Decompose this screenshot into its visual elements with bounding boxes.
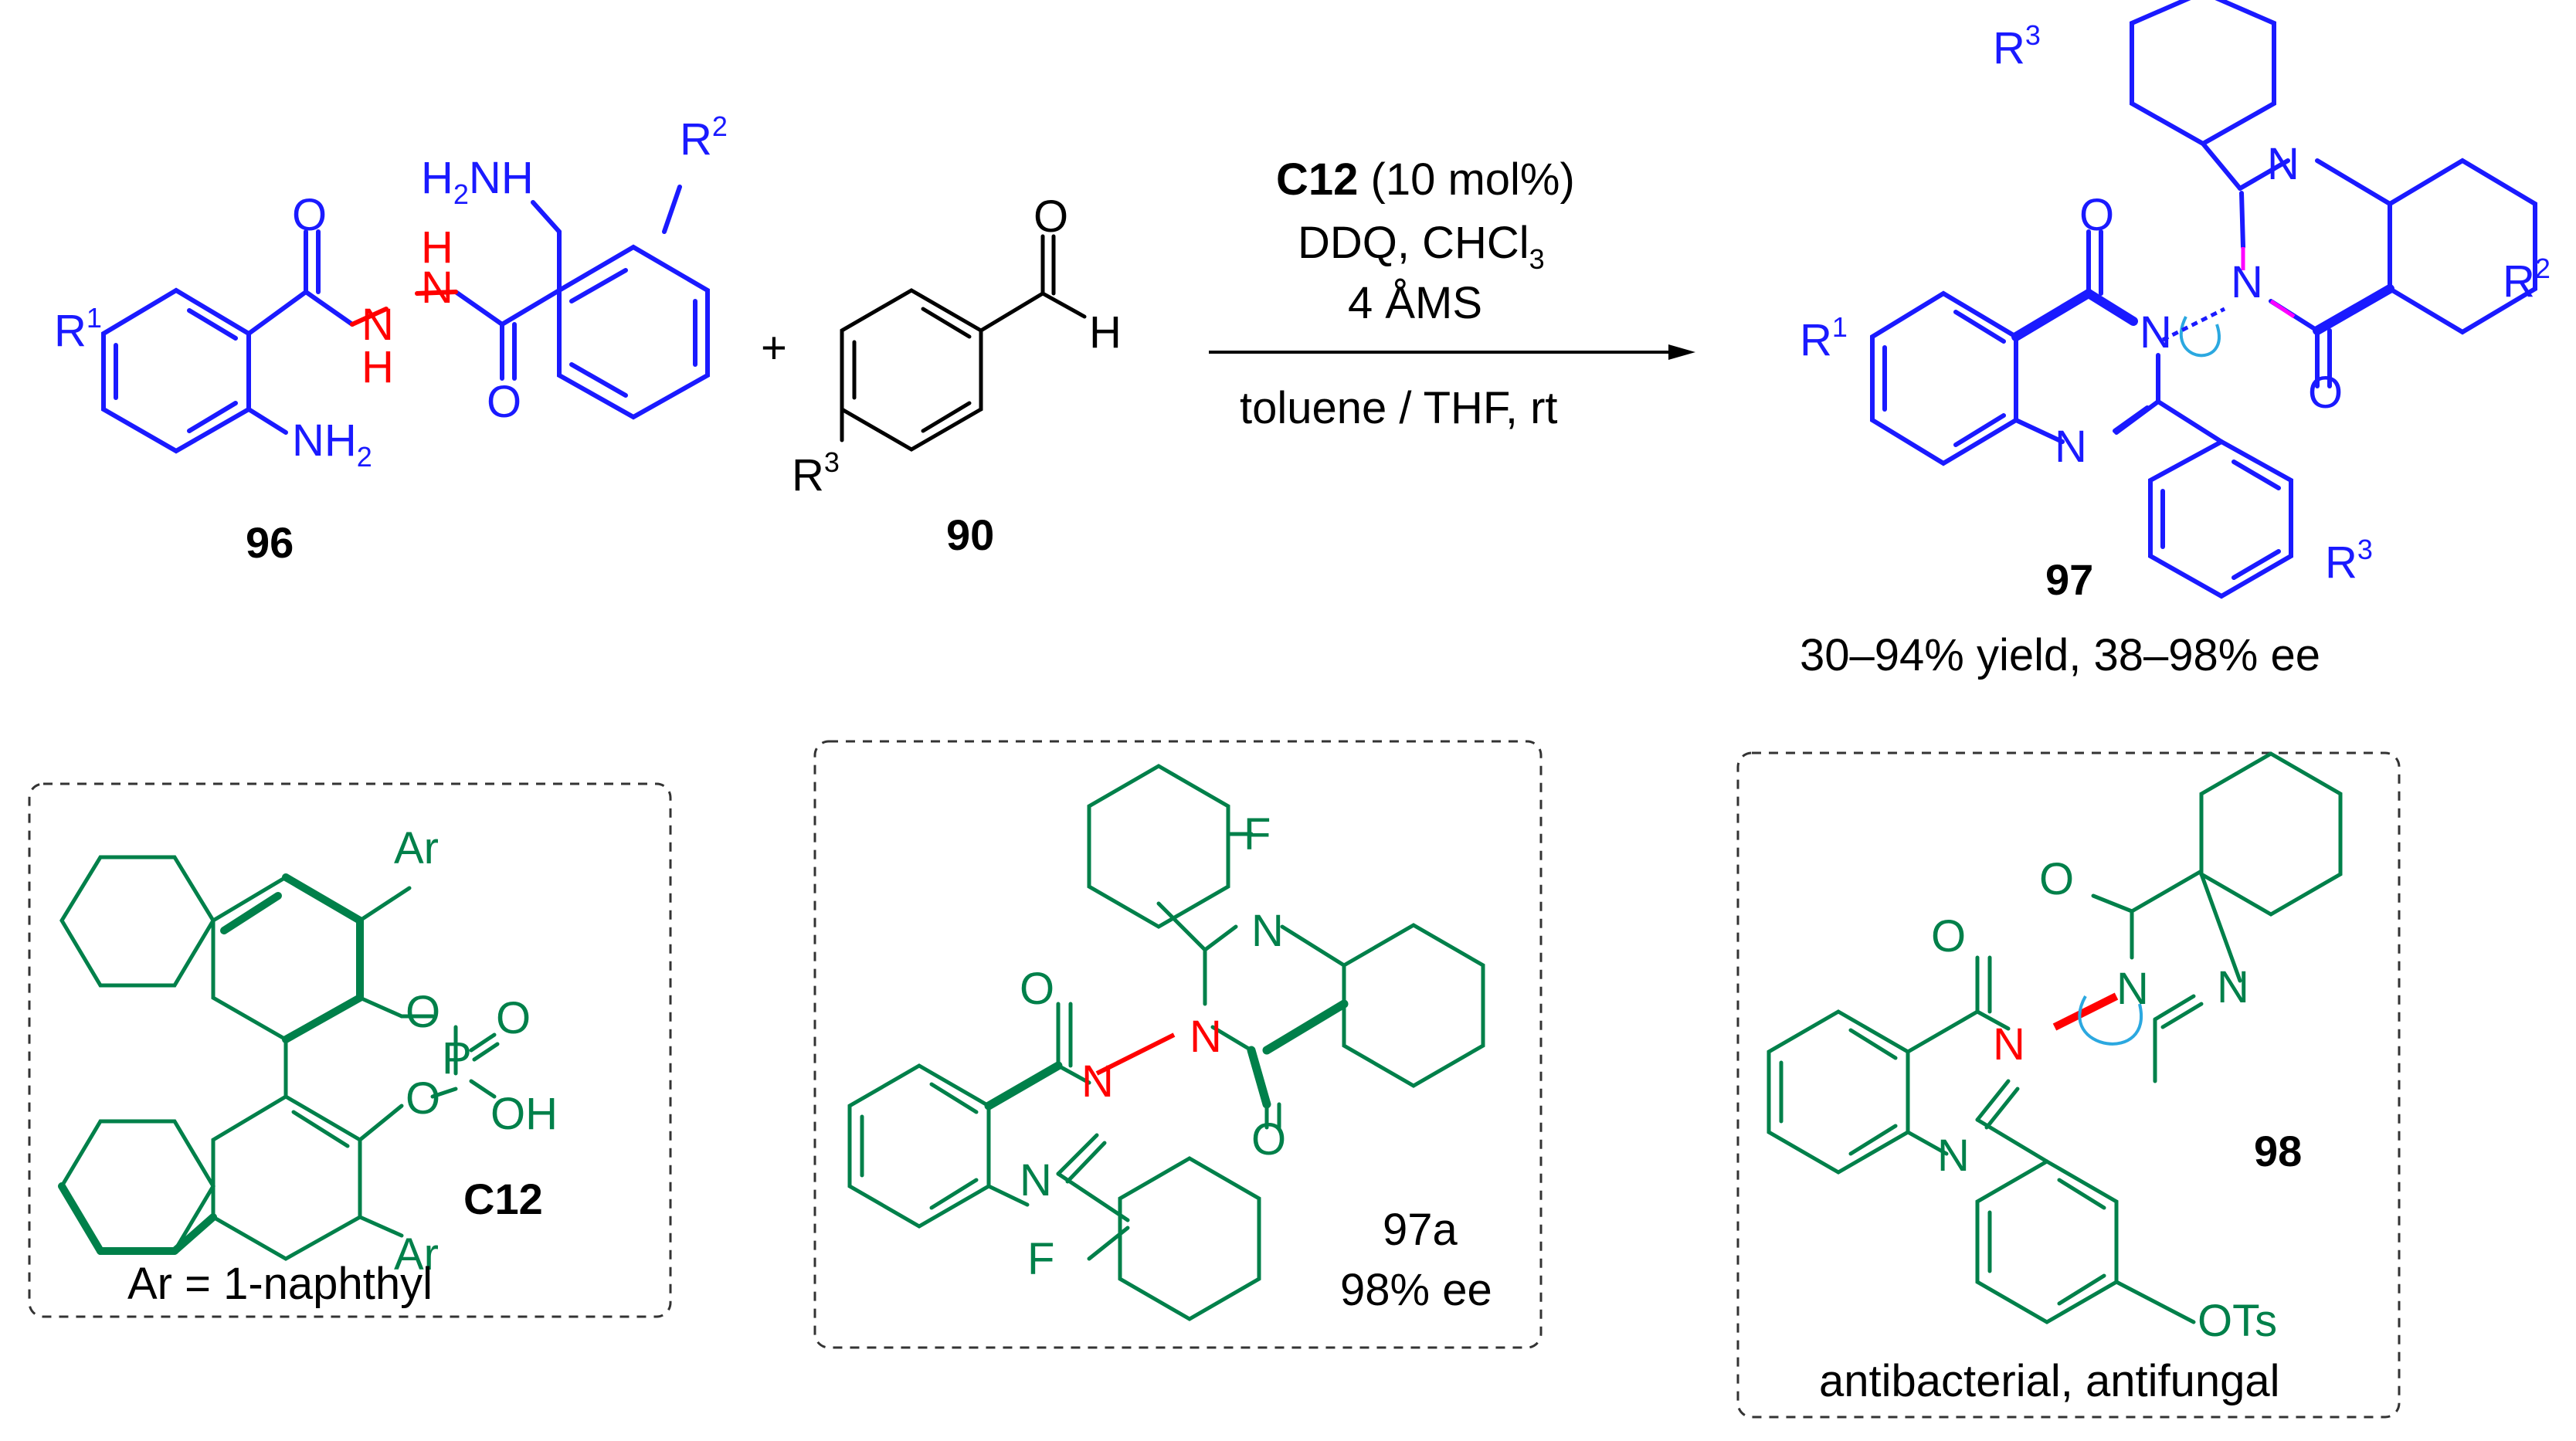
compound-96 [101, 185, 710, 454]
aldehyde-oxygen: O [1033, 192, 1068, 242]
nh2-bottom-label: NH2 [292, 415, 372, 473]
97a-fluoro-bottom: F [1027, 1234, 1054, 1284]
98-n-3: N [1993, 1019, 2025, 1070]
compound-96-label: 96 [246, 518, 294, 567]
compound-97 [1870, 0, 2537, 599]
o-label-97b: O [2308, 368, 2343, 418]
c12-oxygen-3: O [496, 993, 531, 1043]
condition-catalyst: C12 (10 mol%) [1276, 154, 1575, 205]
r1-label-96: R1 [54, 302, 102, 356]
condition-oxidant: DDQ, CHCl3 [1298, 218, 1545, 275]
n-label-97c: N [2055, 422, 2087, 472]
compound-c12-label: C12 [463, 1175, 543, 1223]
n-label-97b: N [2231, 257, 2263, 307]
98-activity-note: antibacterial, antifungal [1819, 1356, 2280, 1406]
r3-label-97-bottom: R3 [2325, 534, 2373, 588]
97a-n-2: N [1251, 906, 1284, 956]
plus-sign: + [761, 323, 787, 373]
n-label-97: N [2140, 307, 2172, 358]
98-ots: OTs [2198, 1296, 2277, 1346]
97a-fluoro-top: F [1244, 809, 1271, 860]
oxygen-label-2: O [487, 377, 521, 427]
box-98 [1736, 751, 2401, 1419]
c12-oxygen-1: O [406, 987, 440, 1037]
oxygen-label: O [292, 190, 327, 240]
o-label-97: O [2079, 190, 2114, 240]
compound-c12 [58, 855, 500, 1261]
ar-label-top: Ar [394, 823, 439, 873]
box-c12 [28, 782, 672, 1318]
compound-97a-label: 97a [1383, 1205, 1458, 1255]
compound-97-new-bond [2241, 247, 2296, 319]
98-oxygen-2: O [2039, 854, 2074, 904]
nh-label-2: N [421, 263, 453, 313]
nh-h-label: H [361, 342, 394, 392]
nh2-top-label: H2NH [421, 153, 534, 210]
r1-label-97: R1 [1800, 311, 1848, 365]
rotation-arrow-97 [2179, 316, 2221, 358]
r3-label-97-top: R3 [1993, 19, 2041, 73]
compound-90 [840, 234, 1087, 452]
reaction-arrow [1209, 344, 1695, 360]
nh-h-label-2: H [421, 222, 453, 273]
compound-97-label: 97 [2045, 555, 2093, 604]
97a-axis-bond [1095, 1032, 1176, 1076]
compound-90-label: 90 [946, 510, 994, 559]
98-oxygen-1: O [1931, 911, 1966, 961]
rotation-arrow-98 [2078, 995, 2143, 1046]
98-n-2: N [2217, 962, 2249, 1012]
c12-hydroxyl: OH [490, 1089, 558, 1139]
nh-label: N [361, 300, 394, 350]
98-axis-bond [2052, 992, 2119, 1031]
c12-ar-note: Ar = 1-naphthyl [127, 1259, 433, 1309]
aldehyde-hydrogen: H [1089, 307, 1122, 358]
compound-97-result: 30–94% yield, 38–98% ee [1800, 630, 2320, 680]
97a-n-1: N [1020, 1155, 1052, 1205]
c12-phosphorus: P [442, 1033, 472, 1083]
97a-n-3: N [1081, 1056, 1114, 1107]
compound-98-label: 98 [2254, 1127, 2302, 1175]
compound-97a [847, 764, 1485, 1321]
box-97a [813, 740, 1543, 1349]
97a-n-4: N [1190, 1012, 1222, 1062]
compound-98 [1767, 751, 2343, 1324]
r2-label-96: R2 [680, 110, 728, 164]
condition-additive: 4 ÅMS [1348, 278, 1482, 328]
c12-oxygen-2: O [406, 1073, 440, 1124]
97a-oxygen-1: O [1020, 964, 1054, 1014]
r2-label-97: R2 [2503, 253, 2551, 307]
condition-solvent: toluene / THF, rt [1240, 383, 1558, 433]
n-label-97d: N [2267, 139, 2299, 189]
97a-oxygen-2: O [1251, 1114, 1286, 1165]
98-n-4: N [2116, 964, 2149, 1014]
compound-97a-ee: 98% ee [1340, 1265, 1492, 1315]
compound-96-nh [350, 290, 458, 327]
r3-label-90: R3 [792, 446, 840, 500]
ar-label-bottom: Ar [394, 1229, 439, 1280]
98-n-1: N [1937, 1131, 1970, 1181]
